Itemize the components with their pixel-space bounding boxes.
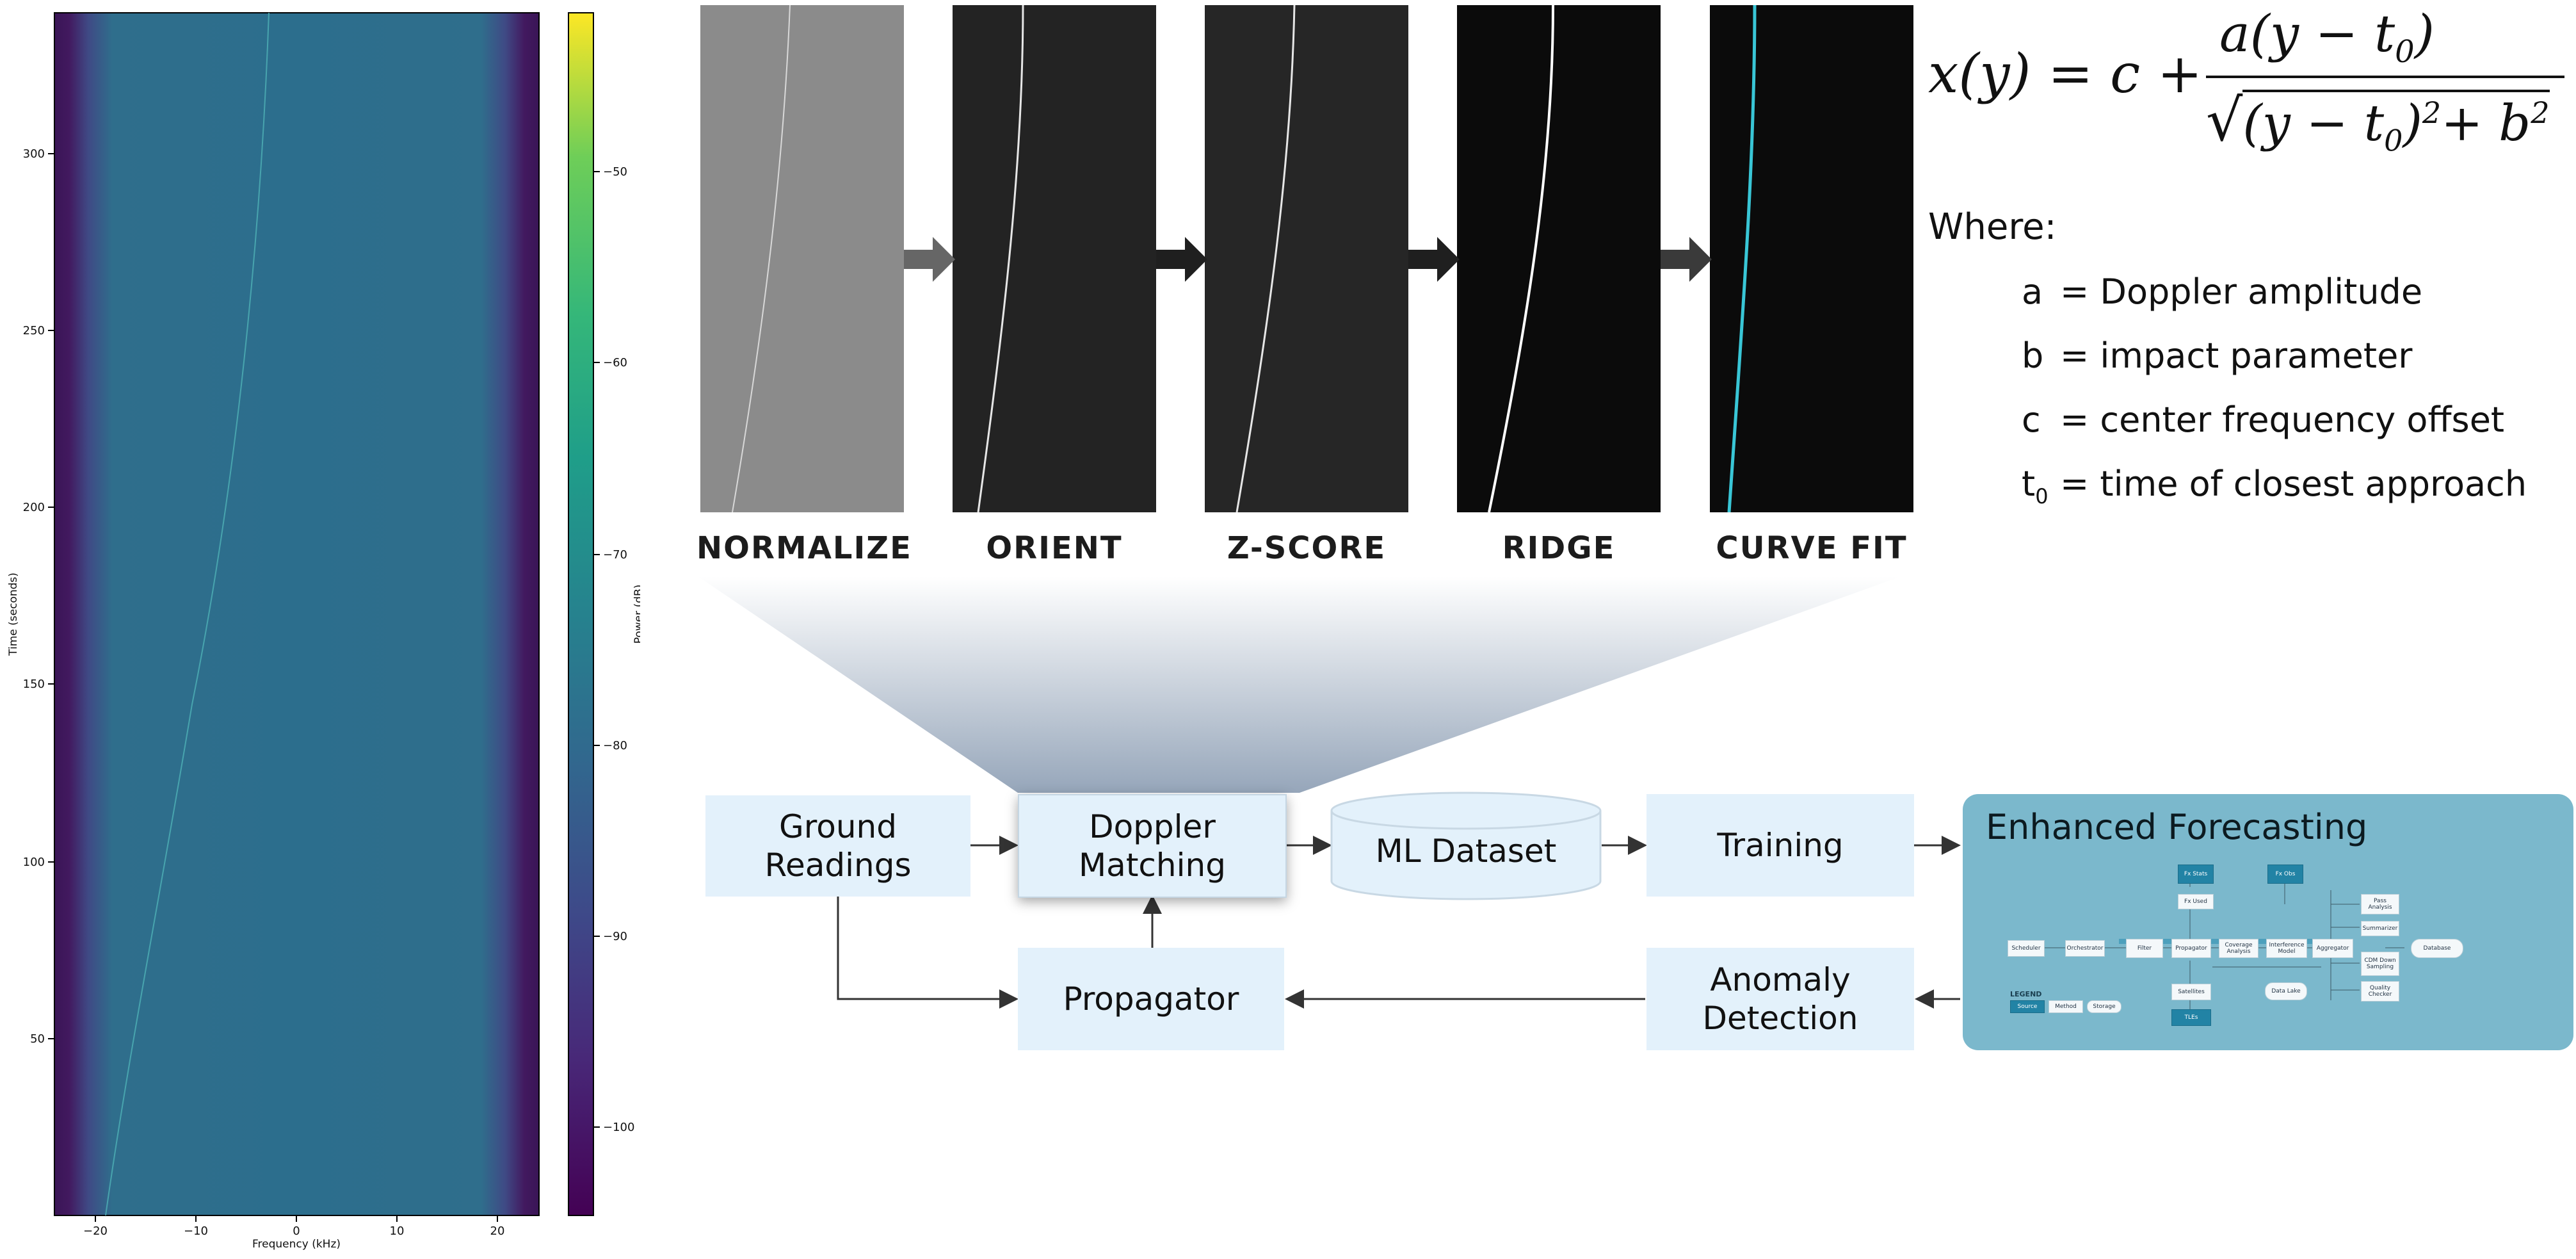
forecast-node-satellites: Satellites: [2171, 984, 2211, 1000]
definition-b: b= impact parameter: [2022, 336, 2413, 376]
doppler-trace: [105, 12, 270, 1216]
definition-a: a= Doppler amplitude: [2022, 272, 2423, 312]
forecast-node-scheduler: Scheduler: [2008, 940, 2045, 957]
stage-label-ridge: RIDGE: [1502, 530, 1616, 566]
x-tick-label: 10: [390, 1224, 405, 1238]
arrow-right-icon: [1661, 237, 1712, 282]
x-tick-label: −10: [184, 1224, 208, 1238]
forecast-node-fx-stats: Fx Stats: [2178, 865, 2214, 884]
stage-label-orient: ORIENT: [986, 530, 1123, 566]
propagator-node: Propagator: [1018, 948, 1284, 1050]
stage-curve-fit-image: [1710, 5, 1913, 512]
colorbar-tick-label: −70: [603, 548, 627, 562]
sqrt-icon: √: [2206, 87, 2243, 154]
forecast-node-fx-used: Fx Used: [2178, 894, 2214, 909]
colorbar: [568, 12, 594, 1216]
y-tick-label: 250: [23, 324, 45, 337]
forecast-legend-storage: Storage: [2087, 1000, 2121, 1013]
forecast-node-data-lake: Data Lake: [2265, 982, 2307, 1000]
forecast-legend-source: Source: [2010, 1000, 2045, 1013]
forecast-node-database: Database: [2411, 939, 2463, 958]
forecast-legend-method: Method: [2049, 1000, 2083, 1013]
y-tick-label: 300: [23, 147, 45, 161]
stage-normalize-image: [700, 5, 904, 512]
formula-lhs: x(y) = c +: [1928, 42, 2203, 105]
ml-dataset-label: ML Dataset: [1375, 833, 1557, 870]
forecast-node-coverage: Coverage Analysis: [2219, 939, 2258, 958]
y-tick-label: 100: [23, 856, 45, 869]
forecast-node-filter: Filter: [2126, 939, 2163, 958]
enhanced-forecasting-title: Enhanced Forecasting: [1986, 807, 2368, 847]
forecast-legend-title: LEGEND: [2010, 990, 2042, 998]
arrow-right-icon: [1156, 237, 1207, 282]
x-tick-label: −20: [83, 1224, 108, 1238]
stage-ridge-image: [1457, 5, 1661, 512]
fraction-bar: [2206, 76, 2564, 78]
where-label: Where:: [1928, 206, 2057, 248]
colorbar-tick-label: −80: [603, 739, 627, 752]
forecast-node-propagator: Propagator: [2171, 939, 2211, 958]
formula-numerator: a(y − t0): [2219, 4, 2435, 70]
forecast-node-quality: Quality Checker: [2361, 981, 2399, 1002]
x-tick-label: 0: [293, 1224, 300, 1238]
forecast-node-interference: Interference Model: [2266, 939, 2307, 958]
stage-label-normalize: NORMALIZE: [696, 530, 912, 566]
ml-dataset-node: [1330, 792, 1602, 900]
forecast-node-cdm: CDM Down Sampling: [2361, 952, 2399, 976]
colorbar-tick-label: −90: [603, 930, 627, 943]
spectrogram-ylabel: Time (seconds): [7, 573, 20, 656]
stage-zscore-image: [1205, 5, 1408, 512]
forecast-node-orchestrator: Orchestrator: [2065, 940, 2105, 957]
enhanced-forecasting-panel: Enhanced Forecasting Fx Stats Fx Obs Fx …: [1963, 794, 2573, 1050]
arrow-right-icon: [904, 237, 955, 282]
y-tick-label: 200: [23, 501, 45, 514]
y-tick-label: 50: [30, 1032, 45, 1046]
training-node: Training: [1646, 794, 1914, 897]
definition-c: c= center frequency offset: [2022, 400, 2505, 440]
stage-label-curve-fit: CURVE FIT: [1716, 530, 1908, 566]
forecast-node-tles: TLEs: [2171, 1009, 2211, 1026]
stage-orient-image: [953, 5, 1156, 512]
spectrogram-xlabel: Frequency (kHz): [252, 1238, 341, 1251]
definition-t0: t0= time of closest approach: [2022, 464, 2527, 508]
colorbar-tick-label: −50: [603, 165, 627, 179]
arrow-right-icon: [1408, 237, 1460, 282]
colorbar-label: Power (dB): [632, 585, 640, 644]
colorbar-tick-label: −60: [603, 356, 627, 370]
formula: x(y) = c + a(y − t0) √(y − t0)2+ b2: [1928, 0, 2568, 179]
forecast-node-aggregator: Aggregator: [2312, 939, 2353, 958]
x-tick-label: 20: [490, 1224, 505, 1238]
forecast-node-pass-analysis: Pass Analysis: [2361, 894, 2399, 914]
stage-label-zscore: Z-SCORE: [1227, 530, 1387, 566]
forecast-node-summarizer: Summarizer: [2361, 921, 2399, 936]
colorbar-tick-label: −100: [603, 1121, 634, 1134]
zoom-funnel: [698, 576, 1901, 793]
spectrogram-plot: [54, 12, 540, 1216]
forecast-node-fx-obs: Fx Obs: [2267, 865, 2303, 884]
formula-denominator: √(y − t0)2+ b2: [2206, 87, 2550, 158]
y-tick-label: 150: [23, 678, 45, 691]
